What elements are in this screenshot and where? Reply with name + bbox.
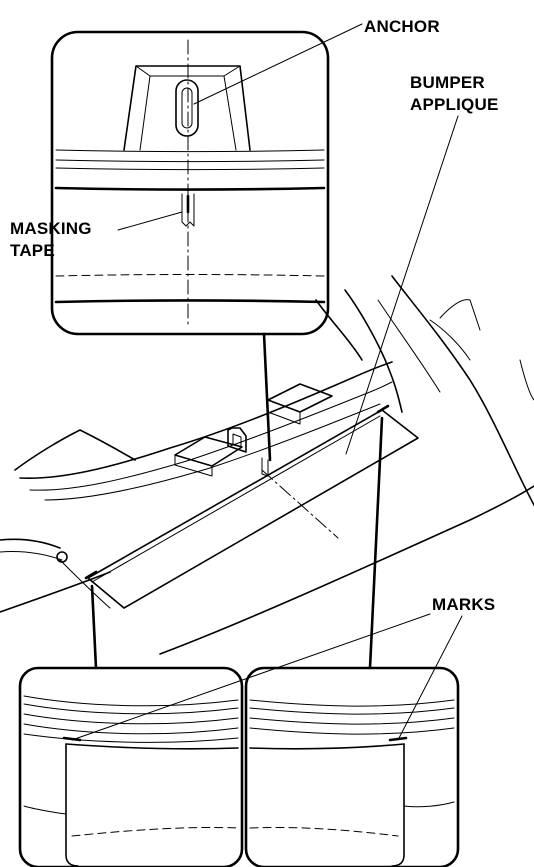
inset-top-line-3 — [55, 167, 325, 170]
leader-bottom-left-inset — [90, 584, 98, 670]
inset-br-applique-side — [391, 743, 405, 867]
body-outline-curve — [391, 275, 534, 506]
inset-br-dashed — [249, 826, 399, 837]
anchor-tab — [227, 427, 247, 453]
inset-bl-applique-side — [65, 743, 79, 867]
inset-br-line-4 — [249, 727, 455, 735]
tail-lamp-edge — [439, 299, 481, 331]
inset-top-applique-edge — [54, 186, 326, 191]
label-bumper-line1: BUMPER — [410, 73, 485, 92]
inset-bl-applique-top — [65, 743, 239, 750]
inset-br-frame — [244, 666, 460, 867]
label-masking-line1: MASKING — [10, 219, 92, 238]
anchor-housing — [123, 65, 251, 151]
inset-br-line-3 — [249, 717, 455, 725]
anchor-tab-hole — [232, 433, 242, 448]
vehicle-rear-view — [0, 275, 534, 655]
center-alignment-line — [261, 469, 339, 539]
callouts: ANCHOR BUMPER APPLIQUE MASKING TAPE MARK… — [10, 17, 499, 741]
bumper-top-line-2 — [29, 381, 393, 491]
liftgate-edge-outer — [344, 289, 403, 413]
inset-bl-line-1 — [23, 695, 239, 707]
inset-bl-body-line — [23, 805, 67, 815]
label-bumper-line2: APPLIQUE — [410, 95, 499, 114]
masking-tape-piece — [181, 193, 195, 227]
bumper-left-corner-2 — [0, 551, 63, 561]
right-edge-line — [519, 359, 534, 401]
leader-anchor — [193, 23, 363, 105]
bumper-left-upper — [14, 429, 136, 471]
detail-inset-top — [50, 30, 330, 336]
bumper-lower-sweep — [159, 485, 534, 655]
anchor-slot-outer — [175, 79, 199, 137]
inset-bl-line-5 — [23, 733, 239, 743]
detail-inset-bottom-right — [244, 666, 460, 867]
inset-bl-mark — [62, 736, 82, 742]
inset-br-applique-top — [249, 743, 405, 750]
body-crease-line — [377, 299, 441, 393]
step-pad-right — [267, 383, 333, 413]
leader-bottom-right-inset — [368, 416, 384, 670]
bumper-top-line-1 — [19, 361, 393, 480]
inset-bl-line-3 — [23, 713, 239, 725]
anchor-housing-left-inner — [139, 75, 151, 151]
bumper-left-corner — [0, 538, 61, 549]
inset-br-line-2 — [249, 707, 455, 715]
label-masking-line2: TAPE — [10, 241, 55, 260]
masking-tape-main — [261, 457, 269, 477]
inset-bl-line-4 — [23, 723, 239, 735]
inset-top-lower-edge — [54, 299, 326, 304]
bumper-applique-panel — [87, 409, 419, 609]
inset-top-line-1 — [55, 149, 325, 152]
inset-top-line-2 — [55, 159, 325, 162]
inset-bl-dashed — [71, 826, 239, 837]
leader-bumper-applique — [345, 115, 459, 455]
step-pad-left-side — [174, 454, 213, 477]
bumper-lower-left-curve — [0, 571, 111, 613]
leader-marks-right — [397, 615, 463, 741]
inset-bl-frame — [18, 666, 244, 867]
leader-masking-tape — [117, 211, 183, 231]
leader-marks-left — [71, 613, 431, 741]
bumper-top-line-3 — [44, 403, 381, 501]
applique-inner-edge — [91, 415, 381, 583]
mark-left — [84, 570, 98, 580]
inset-br-body-line — [403, 801, 455, 808]
inset-top-frame — [50, 30, 330, 336]
tail-lamp-line — [429, 319, 471, 361]
anchor-slot-inner — [181, 87, 193, 129]
leader-top-inset — [262, 332, 272, 462]
label-anchor: ANCHOR — [364, 17, 440, 36]
liftgate-edge — [315, 299, 363, 361]
label-marks: MARKS — [432, 595, 495, 614]
detail-inset-bottom-left — [18, 666, 244, 867]
mark-right — [376, 404, 390, 414]
step-pad-left — [174, 436, 243, 467]
inset-br-line-1 — [249, 699, 455, 707]
inset-top-dashed-line — [55, 274, 325, 277]
bumper-lower-left-return — [59, 559, 111, 609]
inset-bl-line-2 — [23, 703, 239, 715]
anchor-housing-top — [135, 65, 241, 77]
